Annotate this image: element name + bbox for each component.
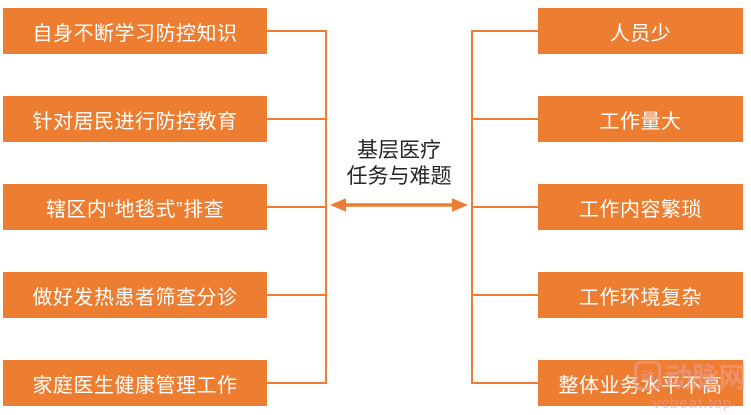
left-bracket-line (325, 30, 327, 384)
center-title-line1: 基层医疗 (357, 139, 441, 162)
left-box-2: 针对居民进行防控教育 (3, 96, 267, 142)
right-box-1: 人员少 (538, 8, 743, 54)
watermark-brand: 动脉网 (665, 363, 746, 393)
center-title: 基层医疗 任务与难题 (327, 138, 471, 190)
left-connector-stub-4 (267, 294, 326, 296)
center-title-line2: 任务与难题 (346, 165, 452, 188)
left-box-5: 家庭医生健康管理工作 (3, 360, 267, 406)
left-connector-stub-1 (267, 30, 326, 32)
left-box-4: 做好发热患者筛查分诊 (3, 272, 267, 318)
left-box-3: 辖区内“地毯式”排查 (3, 184, 267, 230)
right-connector-stub-1 (473, 30, 538, 32)
watermark-site: vcbeat.top (653, 395, 733, 412)
right-connector-stub-2 (473, 118, 538, 120)
right-bracket-line (471, 30, 473, 384)
left-box-1: 自身不断学习防控知识 (3, 8, 267, 54)
right-connector-stub-3 (473, 206, 538, 208)
left-connector-stub-5 (267, 382, 326, 384)
right-box-3: 工作内容繁琐 (538, 184, 743, 230)
right-connector-stub-5 (473, 382, 538, 384)
double-arrow-icon (329, 196, 469, 214)
right-box-4: 工作环境复杂 (538, 272, 743, 318)
right-box-5: 整体业务水平不高 (538, 360, 743, 406)
right-box-2: 工作量大 (538, 96, 743, 142)
watermark-logo-icon: 动 (634, 361, 661, 390)
right-connector-stub-4 (473, 294, 538, 296)
watermark: 动 动脉网 vcbeat.top (634, 356, 751, 412)
left-connector-stub-2 (267, 118, 326, 120)
left-connector-stub-3 (267, 206, 326, 208)
